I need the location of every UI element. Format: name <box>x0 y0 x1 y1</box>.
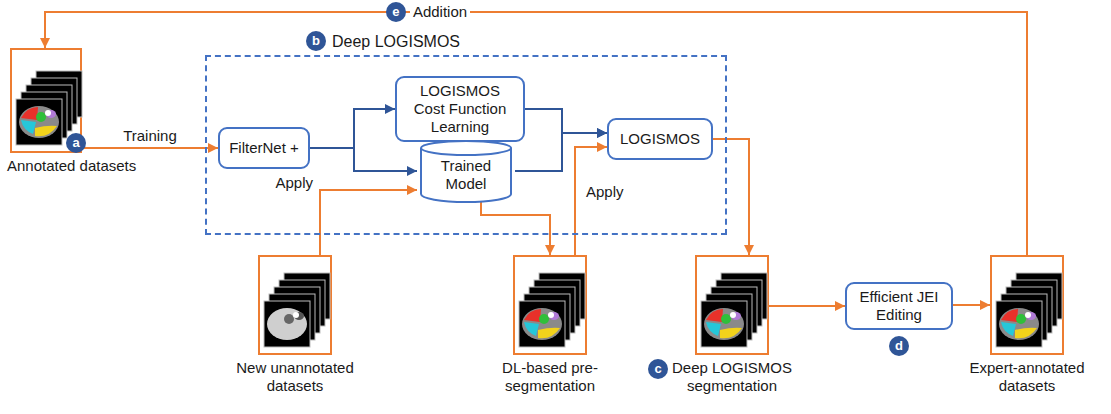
box-label: LOGISMOS Cost Function Learning <box>410 82 510 136</box>
data-arrow <box>713 139 749 255</box>
process-box: Efficient JEI Editing <box>845 282 953 330</box>
mri-slice-stack <box>992 257 1062 353</box>
edge-label: Apply <box>272 174 316 192</box>
image-stack: New unannotated datasets <box>258 255 332 355</box>
mri-slice-stack <box>515 257 585 353</box>
edge-label: Apply <box>583 183 627 201</box>
callout-letter: d <box>889 336 909 356</box>
image-stack: Expert-annotated datasets <box>990 255 1064 355</box>
dataset-label: Deep LOGISMOS segmentation <box>668 359 796 395</box>
flow-arrow <box>515 133 607 171</box>
data-arrow <box>45 12 1027 255</box>
data-arrow <box>769 305 845 307</box>
model-cylinder: Trained Model <box>417 140 515 202</box>
callout-letter: b <box>306 31 326 51</box>
dataset-label: Expert-annotated datasets <box>963 359 1091 395</box>
dataset-label: New unannotated datasets <box>231 359 359 395</box>
box-label: FilterNet + <box>226 139 302 157</box>
dataset-label: DL-based pre-segmentation <box>486 359 614 395</box>
box-label: LOGISMOS <box>615 130 705 148</box>
data-arrow <box>481 202 550 255</box>
box-label: Trained Model <box>425 157 507 193</box>
flow-arrow <box>310 148 417 171</box>
edge-label: Addition <box>410 3 470 21</box>
dataset-label: Annotated datasets <box>7 157 136 175</box>
box-label: Efficient JEI Editing <box>859 288 939 324</box>
data-arrow <box>320 190 417 255</box>
data-arrow <box>82 147 218 149</box>
process-box: LOGISMOS <box>607 118 713 160</box>
mri-slice-stack <box>697 257 767 353</box>
data-arrow <box>575 147 607 255</box>
mri-slice-stack <box>260 257 330 353</box>
callout-letter: e <box>386 2 406 22</box>
edge-label: Training <box>120 127 180 145</box>
group-title: Deep LOGISMOS <box>332 32 460 51</box>
image-stack: Deep LOGISMOS segmentation <box>695 255 769 355</box>
data-arrow <box>953 304 990 306</box>
image-stack: DL-based pre-segmentation <box>513 255 587 355</box>
callout-letter: a <box>66 133 86 153</box>
group-region: Deep LOGISMOSFilterNet +LOGISMOS Cost Fu… <box>205 55 727 235</box>
flow-arrow <box>310 109 395 148</box>
process-box: LOGISMOS Cost Function Learning <box>395 76 525 142</box>
flow-arrow <box>525 109 607 133</box>
callout-letter: c <box>648 359 668 379</box>
process-box: FilterNet + <box>218 127 310 169</box>
